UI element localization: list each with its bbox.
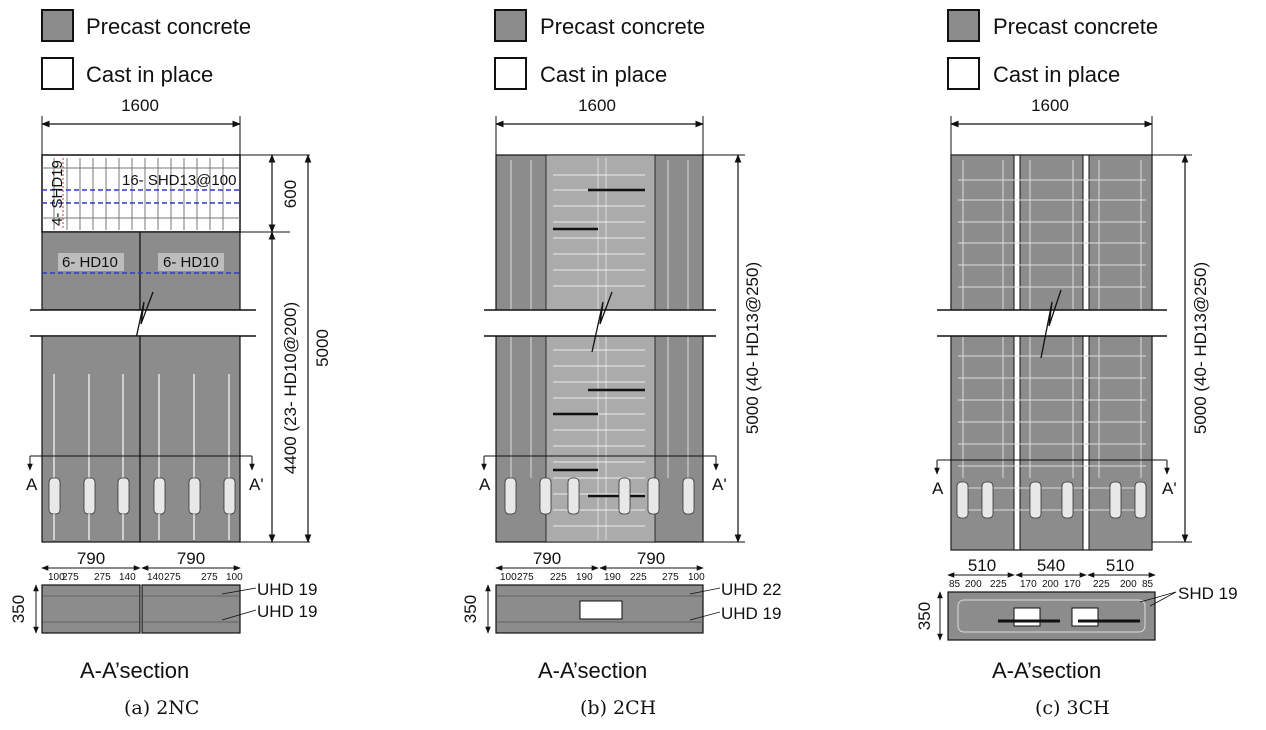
sect-spacing: 200 [965, 579, 982, 590]
legend-cast-label: Cast in place [993, 62, 1120, 87]
sect-spacing: 85 [1142, 579, 1154, 590]
sect-width-right: 790 [637, 549, 665, 568]
sect-spacing: 275 [164, 572, 181, 583]
legend-cast-label: Cast in place [86, 62, 213, 87]
width-dimension: 1600 [578, 96, 616, 115]
sect-spacing: 140 [119, 572, 136, 583]
sect-spacing: 190 [576, 572, 593, 583]
precast-middle [1019, 154, 1084, 551]
sect-spacing: 225 [990, 579, 1007, 590]
section-marker-a-prime: A' [712, 475, 727, 494]
section-marker-a-prime: A' [1162, 479, 1177, 498]
sect-spacing: 100 [688, 572, 705, 583]
section-label: A-A’section [992, 658, 1101, 683]
horizontal-ties [958, 179, 1146, 511]
legend-precast-swatch [41, 9, 74, 42]
sect-spacing: 275 [201, 572, 218, 583]
section-cast-joint-left [1013, 607, 1041, 627]
section-right-precast [141, 584, 241, 634]
section-marker-a: A [26, 475, 38, 494]
sect-width-middle: 540 [1037, 556, 1065, 575]
vertical-rebar-label: 4- SHD19 [49, 160, 66, 226]
legend-precast-label: Precast concrete [86, 14, 251, 39]
anchor-bars [53, 374, 230, 478]
sect-width-left: 790 [533, 549, 561, 568]
sect-spacing: 100 [500, 572, 517, 583]
mid-rebar-left-label: 6- HD10 [62, 254, 118, 271]
legend-cast-label: Cast in place [540, 62, 667, 87]
panel-3ch: Precast concrete Cast in place 1600 [915, 9, 1238, 719]
panel-caption: (b) 2CH [580, 697, 656, 719]
sect-spacing: 85 [949, 579, 961, 590]
sect-depth: 350 [915, 602, 934, 630]
rebar-label-bottom: UHD 19 [721, 604, 781, 623]
section-left-precast [41, 584, 141, 634]
sect-spacing: 275 [94, 572, 111, 583]
panel-2ch: Precast concrete Cast in place 1600 [461, 9, 781, 719]
rebar-label-top: UHD 19 [257, 580, 317, 599]
sleeves [48, 477, 236, 515]
sect-spacing: 225 [1093, 579, 1110, 590]
panel-caption: (a) 2NC [124, 697, 199, 719]
top-height-dimension: 600 [281, 180, 300, 208]
section-precast [947, 591, 1156, 641]
sect-spacing: 275 [517, 572, 534, 583]
sleeves [956, 481, 1147, 519]
cast-joint-zone [545, 154, 656, 543]
sect-spacing: 170 [1020, 579, 1037, 590]
mid-rebar-right-label: 6- HD10 [163, 254, 219, 271]
sect-width-left: 510 [968, 556, 996, 575]
legend-precast-label: Precast concrete [540, 14, 705, 39]
sect-depth: 350 [461, 595, 480, 623]
sect-depth: 350 [9, 595, 28, 623]
sect-spacing: 100 [226, 572, 243, 583]
sect-width-right: 510 [1106, 556, 1134, 575]
legend-cast-swatch [41, 57, 74, 90]
sect-spacing: 225 [550, 572, 567, 583]
sleeves [504, 477, 695, 515]
total-height-dimension: 5000 [313, 329, 332, 367]
legend-precast-swatch [494, 9, 527, 42]
rebar-label-top: UHD 22 [721, 580, 781, 599]
sect-spacing: 275 [662, 572, 679, 583]
section-label: A-A’section [538, 658, 647, 683]
total-height-dimension: 5000 (40- HD13@250) [1191, 262, 1210, 434]
legend-precast-swatch [947, 9, 980, 42]
section-cast-joint-right [1071, 607, 1099, 627]
rebar-label: SHD 19 [1178, 584, 1238, 603]
section-marker-a-prime: A' [249, 475, 264, 494]
sect-spacing: 225 [630, 572, 647, 583]
width-dimension: 1600 [1031, 96, 1069, 115]
bottom-height-dimension: 4400 (23- HD10@200) [281, 302, 300, 474]
sect-spacing: 200 [1042, 579, 1059, 590]
sect-spacing: 170 [1064, 579, 1081, 590]
legend-cast-swatch [494, 57, 527, 90]
sect-width-right: 790 [177, 549, 205, 568]
sect-spacing: 140 [147, 572, 164, 583]
rebar-label-bottom: UHD 19 [257, 602, 317, 621]
total-height-dimension: 5000 (40- HD13@250) [743, 262, 762, 434]
width-dimension: 1600 [121, 96, 159, 115]
section-cast-joint [579, 600, 623, 620]
section-label: A-A’section [80, 658, 189, 683]
sect-width-left: 790 [77, 549, 105, 568]
section-marker-a: A [932, 479, 944, 498]
top-rebar-label: 16- SHD13@100 [122, 172, 236, 189]
panel-2nc: Precast concrete Cast in place 1600 16- … [9, 9, 332, 719]
sect-spacing: 190 [604, 572, 621, 583]
top-rebar-grid [42, 158, 240, 230]
sect-spacing: 100 [48, 572, 65, 583]
sect-spacing: 275 [62, 572, 79, 583]
legend-cast-swatch [947, 57, 980, 90]
legend-precast-label: Precast concrete [993, 14, 1158, 39]
sect-spacing: 200 [1120, 579, 1137, 590]
panel-caption: (c) 3CH [1035, 697, 1110, 719]
section-marker-a: A [479, 475, 491, 494]
